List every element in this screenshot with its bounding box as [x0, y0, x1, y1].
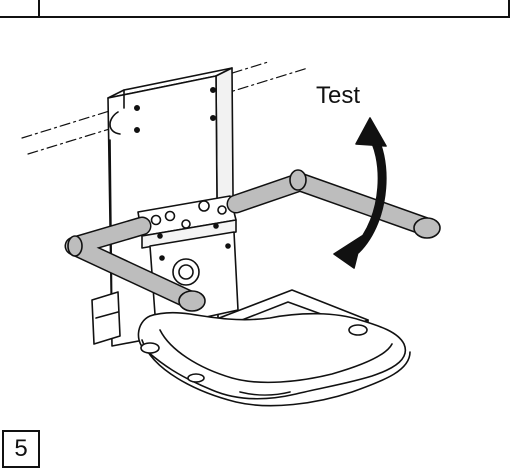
step-number-box: 5 — [2, 430, 40, 468]
frame-bottom-line — [0, 16, 510, 18]
frame-right-edge — [508, 0, 510, 18]
device-illustration — [21, 61, 441, 407]
frame-divider — [38, 0, 40, 17]
right-handle — [226, 169, 441, 239]
rotation-arrow-icon — [333, 117, 387, 269]
step-number: 5 — [14, 435, 28, 462]
face-plate — [149, 231, 239, 329]
test-annotation-label: Test — [316, 82, 361, 109]
left-handle — [64, 216, 206, 312]
lower-bracket — [91, 291, 121, 345]
foot-plate — [137, 311, 411, 407]
top-frame-border — [0, 0, 510, 18]
